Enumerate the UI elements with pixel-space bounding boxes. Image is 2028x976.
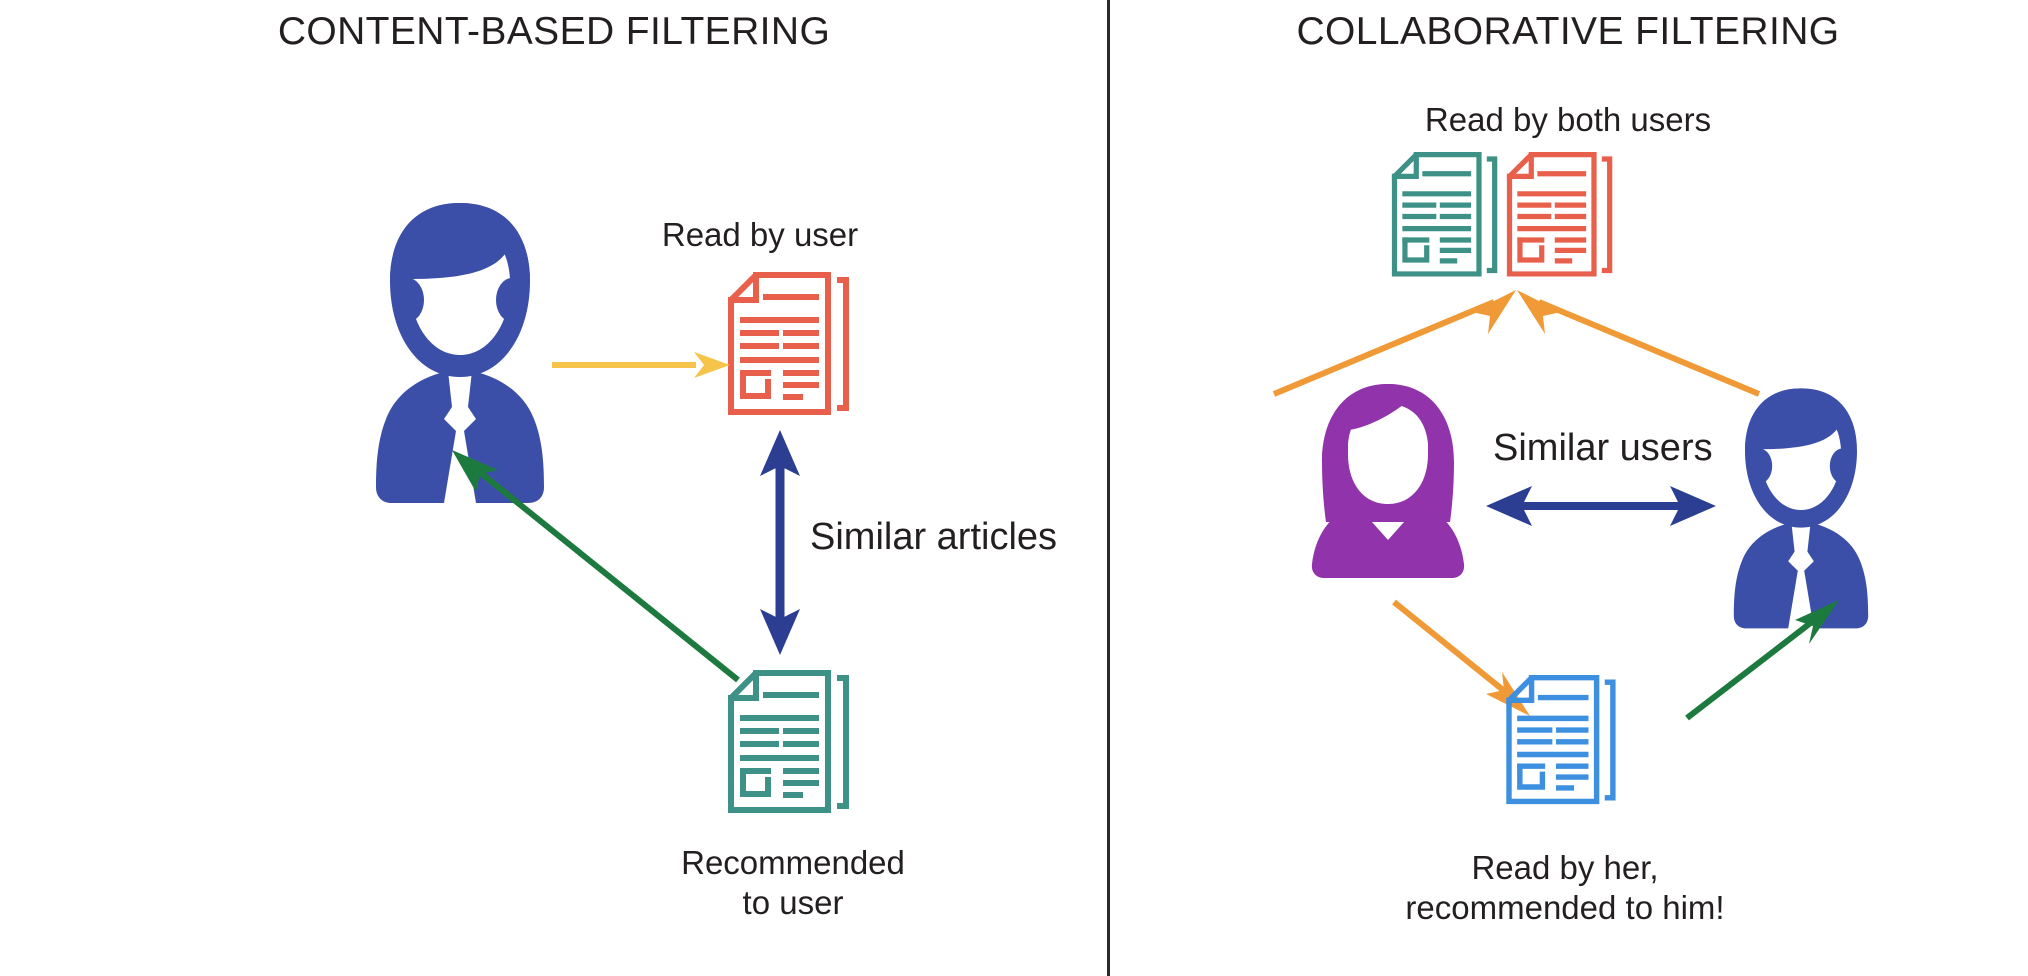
right-panel-title: COLLABORATIVE FILTERING [1296,10,1840,53]
label-recommended-to-user: Recommended to user [681,844,905,922]
left-panel-title: CONTENT-BASED FILTERING [277,10,831,53]
arrow-similar-articles [752,430,808,655]
document-icon-teal-shared [1391,152,1506,287]
panel-divider [1107,0,1110,976]
content-based-filtering-panel: CONTENT-BASED FILTERING [277,10,1058,922]
user-icon-male-right [1721,382,1881,629]
user-icon-male-left [360,195,560,503]
arrow-recommended-doc-to-him [1683,598,1843,723]
user-icon-female [1308,382,1468,582]
label-read-by-both-users: Read by both users [1424,101,1712,138]
arrow-recommend-to-user [450,448,750,688]
document-icon-green-recommended [728,670,858,825]
arrow-similar-users [1486,480,1716,532]
collaborative-filtering-panel: COLLABORATIVE FILTERING Read by both use… [1108,0,2028,976]
label-similar-articles: Similar articles [810,516,1058,558]
arrow-him-to-shared-docs [1513,288,1763,398]
arrow-her-to-shared-docs [1270,288,1520,398]
label-read-by-her-recommended-to-him: Read by her, recommended to him! [1405,849,1725,927]
document-icon-red-shared [1506,152,1621,287]
label-similar-users: Similar users [1493,427,1713,469]
document-icon-blue-recommended [1506,675,1624,815]
document-icon-red-read [728,272,858,427]
label-read-by-user: Read by user [661,216,859,253]
arrow-user-to-read-doc [548,340,738,390]
arrow-her-to-recommended-doc [1390,598,1540,723]
